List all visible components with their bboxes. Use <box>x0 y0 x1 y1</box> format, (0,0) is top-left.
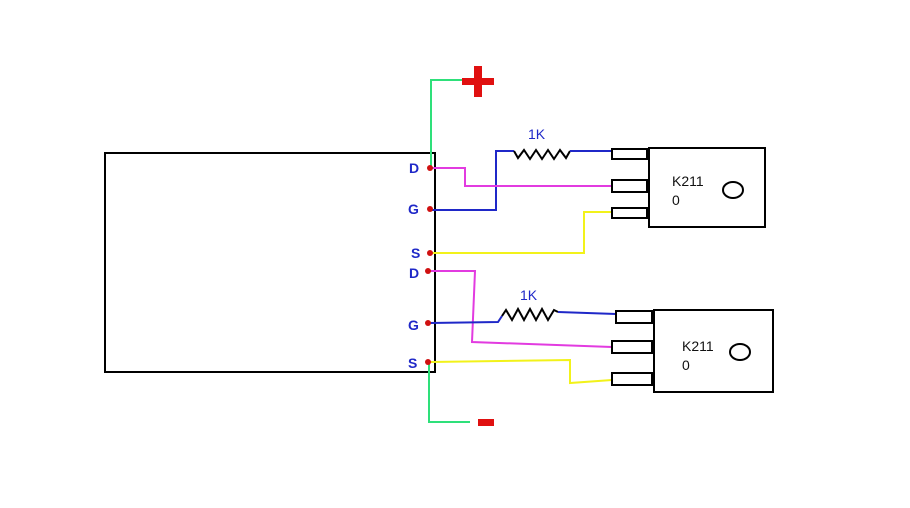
pin-label-g-bottom: G <box>408 317 419 333</box>
transistor-1-label-line2: 0 <box>672 192 680 208</box>
source-wire-1 <box>430 211 612 254</box>
transistor-2 <box>611 309 774 393</box>
minus-icon <box>478 419 494 426</box>
pin-dot-s2 <box>425 359 431 365</box>
resistor-1-label: 1K <box>528 126 546 142</box>
transistor-2-label-line2: 0 <box>682 357 690 373</box>
resistor-2 <box>501 306 559 323</box>
pin-dot-s1 <box>427 250 433 256</box>
pin-dot-g2 <box>425 320 431 326</box>
mounting-hole-2 <box>729 343 751 361</box>
module-box <box>104 152 436 373</box>
transistor-2-label-line1: K211 <box>682 338 714 354</box>
pin-label-d-bottom: D <box>409 265 419 281</box>
pin-dot-g1 <box>427 206 433 212</box>
pin-dot-d2 <box>425 268 431 274</box>
plus-icon <box>462 66 494 97</box>
pin-dot-d1 <box>427 165 433 171</box>
drain-wire-1 <box>430 167 612 187</box>
positive-wire <box>430 79 462 168</box>
pin-label-g-top: G <box>408 201 419 217</box>
pin-dots <box>425 165 433 365</box>
drain-wire-2 <box>430 270 613 348</box>
resistor-2-label: 1K <box>520 287 538 303</box>
transistor-1-label-line1: K211 <box>672 173 704 189</box>
resistor-2-out-wire <box>557 311 617 315</box>
pin-label-d-top: D <box>409 160 419 176</box>
pin-label-s-top: S <box>411 245 420 261</box>
negative-wire <box>428 363 470 423</box>
resistor-1 <box>513 148 571 161</box>
mounting-hole-1 <box>722 181 744 199</box>
source-wire-2 <box>429 358 613 385</box>
gate-wire-1 <box>430 150 514 211</box>
gate-wire-2 <box>429 315 503 324</box>
pin-label-s-bottom: S <box>408 355 417 371</box>
transistor-1 <box>611 147 766 228</box>
